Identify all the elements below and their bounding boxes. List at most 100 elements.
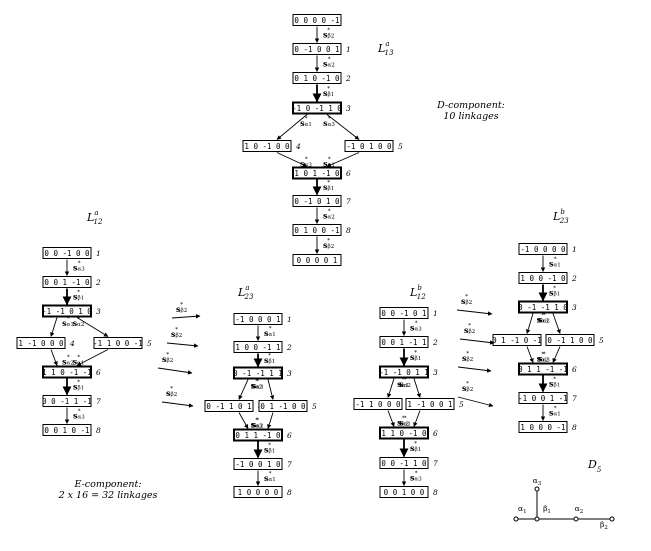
weight-label: -1 -1 0 1 1 (379, 368, 429, 377)
node-number: 7 (572, 394, 577, 403)
weight-box: 0 0 1 0 -1 (42, 424, 92, 436)
weight-label: 0 0 1 -1 1 (381, 338, 426, 347)
component-caption: 10 linkages (443, 111, 498, 122)
weight-box: 0 0 0 0 1 (292, 254, 342, 266)
weight-box: 1 0 0 -1 1 (233, 341, 283, 353)
dynkin-node-label: α3 (533, 476, 542, 487)
edge-label: sα2* (538, 313, 550, 325)
weight-box: 1 -1 0 0 0 (16, 337, 66, 349)
weight-label: 1 0 0 -1 1 (235, 343, 280, 352)
edge-arrow (238, 412, 249, 429)
weight-box: -1 0 1 0 0 (344, 140, 394, 152)
weight-label: -1 -1 0 1 0 (42, 307, 92, 316)
edge-arrow (552, 346, 561, 363)
node-number: 6 (96, 368, 101, 377)
weight-label: 0 -1 1 0 0 (547, 336, 593, 345)
weight-label: 1 -1 0 0 1 (407, 400, 452, 409)
weight-box: 0 0 -1 0 0 (42, 247, 92, 259)
node-number: 4 (295, 142, 301, 151)
edge-arrow (50, 349, 58, 366)
weight-label: 0 1 0 0 -1 (294, 226, 339, 235)
weight-label: 0 0 0 0 -1 (294, 16, 339, 25)
connector-arrow (161, 401, 194, 408)
weight-box: 0 0 0 0 -1 (292, 14, 342, 26)
edge-label: sα2* (73, 316, 85, 328)
connector-arrow (171, 314, 201, 319)
edge-label: sα3* (300, 157, 312, 169)
node-number: 3 (433, 368, 438, 377)
weight-label: 0 0 -1 0 1 (381, 309, 426, 318)
edge-label: sβ1* (264, 443, 275, 455)
node-number: 2 (432, 338, 438, 347)
weight-box: 0 -1 1 0 0 (545, 334, 595, 346)
weight-box: 0 0 -1 1 0 (379, 457, 429, 469)
edge-arrow (413, 378, 421, 398)
weight-label: 0 1 -1 0 0 (260, 402, 306, 411)
edge-arrow (326, 152, 360, 167)
weight-box: 1 0 0 -1 0 (518, 272, 568, 284)
node-number: 5 (459, 400, 464, 409)
weight-box: -1 0 0 0 0 (518, 243, 568, 255)
connector-arrow (157, 367, 193, 375)
weight-label: 0 0 1 0 -1 (44, 426, 89, 435)
node-number: 3 (96, 307, 101, 316)
weight-label: 0 0 -1 1 0 (381, 459, 427, 468)
node-number: 1 (433, 309, 438, 318)
edge-label: sα1* (264, 471, 276, 483)
connector-label: sβ2* (166, 386, 177, 398)
weight-box: 0 -1 -1 1 0 (518, 300, 568, 314)
edge-arrow (552, 313, 561, 334)
weight-box: -1 0 0 1 -1 (518, 392, 568, 404)
connector-label: sβ2* (464, 323, 475, 335)
weight-label: 1 0 0 0 0 (238, 488, 279, 497)
weight-box: -1 0 0 1 0 (233, 458, 283, 470)
dynkin-node (609, 516, 615, 522)
node-number: 8 (572, 423, 577, 432)
edge-label: sα3* (323, 116, 335, 128)
weight-box: 1 0 0 0 -1 (518, 421, 568, 433)
weight-box: 1 -1 0 0 1 (405, 398, 455, 410)
weight-label: 1 0 1 -1 0 (294, 169, 340, 178)
connectors: sβ2*sβ2*sβ2*sβ2*sβ2*sβ2*sβ2*sβ2* (157, 294, 495, 408)
node-number: 7 (96, 397, 101, 406)
weight-box: -1 1 0 0 -1 (93, 337, 143, 349)
weight-label: 0 -1 1 0 1 (206, 402, 251, 411)
weight-box: 0 0 1 -1 0 (42, 276, 92, 288)
connector-arrow (457, 396, 494, 408)
edge-label: sβ1* (410, 350, 421, 362)
weight-box: 0 0 1 -1 1 (379, 336, 429, 348)
weight-label: 0 1 0 -1 0 (294, 74, 340, 83)
node-number: 5 (599, 336, 604, 345)
edge-label: sα3* (252, 379, 264, 391)
weight-label: 0 -1 0 1 0 (294, 197, 340, 206)
edge-label: sα3* (537, 313, 549, 325)
edge-arrow (50, 317, 58, 337)
connector-label: sβ2* (462, 381, 473, 393)
weight-box: 1 0 -1 0 0 (242, 140, 292, 152)
weight-label: 1 0 0 -1 0 (520, 274, 566, 283)
weight-label: 1 -1 0 0 0 (18, 339, 64, 348)
edge-label: sβ1* (549, 377, 560, 389)
edge-label: sβ1* (410, 441, 421, 453)
edge-label: sα2* (251, 379, 263, 391)
node-number: 8 (287, 488, 292, 497)
edge-label: sα1* (549, 406, 561, 418)
connector-label: sβ2* (461, 294, 472, 306)
weight-box: -1 0 0 0 1 (233, 313, 283, 325)
edge-label: sα3* (410, 471, 422, 483)
connector-label: sβ2* (162, 352, 173, 364)
edge-label: sα2* (62, 355, 74, 367)
weight-box: 0 1 1 -1 -1 (518, 362, 568, 376)
weight-box: 0 1 -1 0 -1 (492, 334, 542, 346)
node-number: 2 (345, 74, 351, 83)
edge-arrow (276, 152, 308, 167)
edge-arrow (387, 410, 395, 427)
e-component-caption: 2 x 16 = 32 linkages (58, 490, 158, 501)
edge-label: sα1* (264, 326, 276, 338)
